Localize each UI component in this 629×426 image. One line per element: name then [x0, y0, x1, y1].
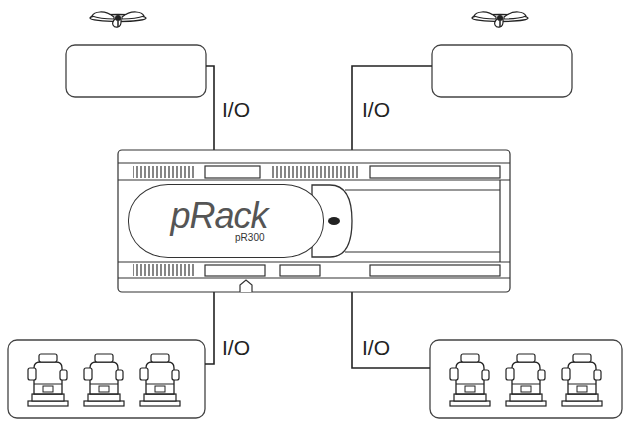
brand-logo: pRack	[170, 198, 267, 234]
controller-logo: pRackpR300	[128, 184, 324, 258]
signal-label: I/O	[362, 337, 390, 358]
signal-label: I/O	[362, 99, 390, 120]
signal-label: I/O	[222, 337, 250, 358]
signal-label: I/O	[222, 99, 250, 120]
model-name: pR300	[235, 233, 264, 243]
